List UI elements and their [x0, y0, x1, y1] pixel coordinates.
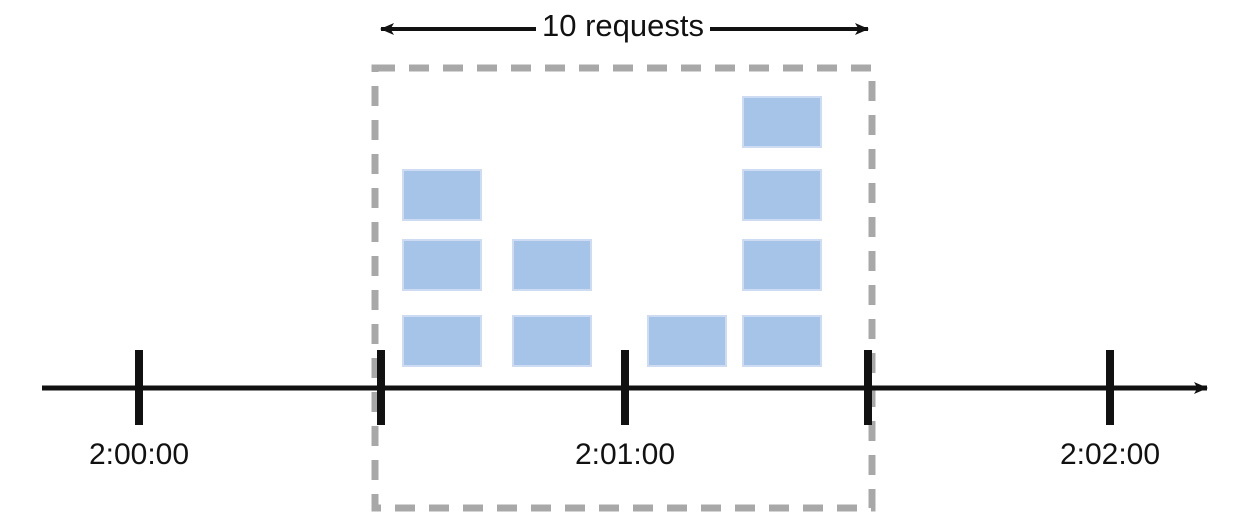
request-block: [402, 169, 482, 221]
request-block: [512, 315, 592, 367]
request-block: [742, 96, 822, 148]
request-block: [742, 315, 822, 367]
request-block: [742, 169, 822, 221]
request-block: [647, 315, 727, 367]
request-block-group: [402, 96, 822, 367]
request-block: [742, 239, 822, 291]
sliding-window-box: [371, 64, 876, 512]
request-block: [512, 239, 592, 291]
timeline-axis: [42, 350, 1208, 425]
request-block: [402, 315, 482, 367]
axis-tick-group: [135, 350, 1114, 425]
axis-tick-label: 2:00:00: [88, 438, 190, 471]
window-label: 10 requests: [536, 10, 710, 41]
axis-tick-label: 2:01:00: [574, 438, 676, 471]
request-block: [402, 239, 482, 291]
axis-tick-label: 2:02:00: [1059, 438, 1161, 471]
